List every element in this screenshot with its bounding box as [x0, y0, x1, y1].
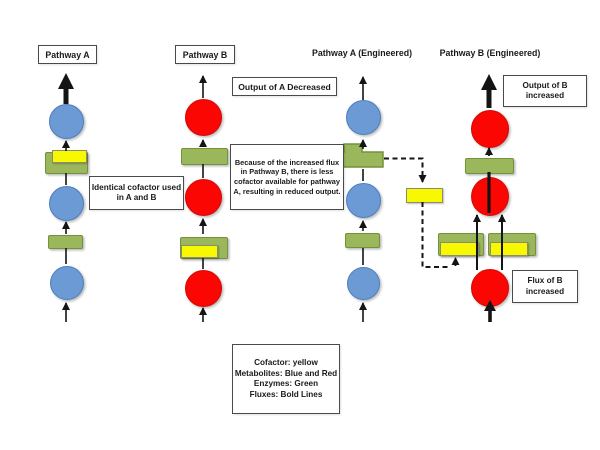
output-b-increased-box: Output of B increased — [503, 75, 587, 107]
metabolite-red-circle — [185, 270, 222, 307]
enzyme-green-box — [465, 158, 514, 174]
metabolite-red-circle — [471, 177, 509, 216]
pathway-b-title: Pathway B — [175, 45, 235, 64]
metabolite-blue-circle — [49, 186, 84, 221]
metabolite-blue-circle — [50, 266, 84, 300]
metabolite-red-circle — [185, 99, 222, 136]
enzyme-green-lshape — [340, 143, 384, 168]
legend-cofactor: Cofactor: yellow — [254, 358, 318, 367]
legend-enzymes: Enzymes: Green — [253, 379, 319, 388]
cofactor-dashed-path — [384, 157, 427, 183]
metabolite-blue-circle — [346, 100, 381, 135]
cofactor-yellow-box — [490, 242, 528, 256]
metabolite-red-circle — [471, 110, 509, 148]
flux-b-increased-box: Flux of B increased — [512, 270, 578, 303]
pathway-b-engineered-title: Pathway B (Engineered) — [439, 48, 541, 58]
because-note-box: Because of the increased flux in Pathway… — [230, 144, 344, 210]
metabolite-blue-circle — [346, 183, 381, 218]
pathway-a-title: Pathway A — [38, 45, 97, 64]
metabolite-red-circle — [471, 269, 509, 307]
enzyme-green-box — [345, 233, 380, 248]
cofactor-yellow-box — [181, 245, 218, 258]
enzyme-green-box — [48, 235, 83, 249]
legend-box: Cofactor: yellow Metabolites: Blue and R… — [232, 344, 340, 414]
cofactor-yellow-box — [52, 150, 87, 163]
output-a-decreased-box: Output of A Decreased — [232, 77, 337, 96]
metabolite-blue-circle — [49, 104, 84, 139]
metabolite-blue-circle — [347, 267, 380, 300]
legend-metabolites: Metabolites: Blue and Red — [234, 368, 338, 378]
cofactor-yellow-box-floating — [406, 188, 443, 203]
legend-fluxes: Fluxes: Bold Lines — [249, 389, 323, 399]
identical-cofactor-box: Identical cofactor used in A and B — [89, 176, 184, 210]
metabolite-red-circle — [185, 179, 222, 216]
enzyme-green-lshape-polygon — [340, 143, 384, 168]
enzyme-green-box — [181, 148, 228, 165]
pathway-a-engineered-title: Pathway A (Engineered) — [311, 48, 413, 58]
cofactor-yellow-box — [440, 242, 479, 256]
